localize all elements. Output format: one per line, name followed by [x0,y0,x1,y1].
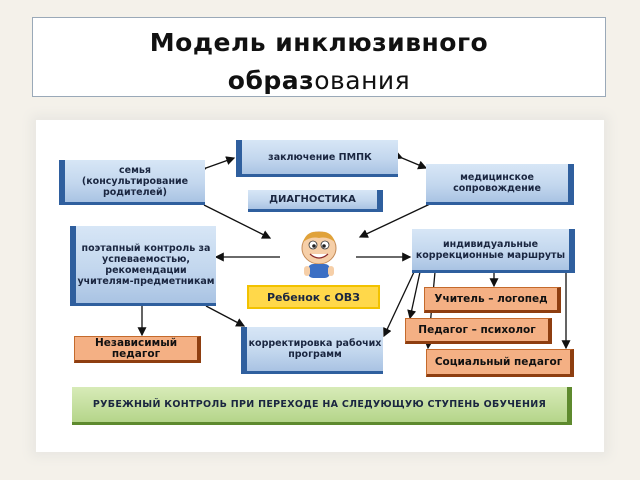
node-social-teacher: Социальный педагог [426,349,574,377]
node-independent-teacher: Независимый педагог [74,336,201,363]
node-individual-routes: индивидуальные коррекционные маршруты [412,229,575,273]
title-rest-part: ования [314,66,411,95]
node-pmpk: заключение ПМПК [236,140,398,177]
node-program-correction: корректировка рабочих программ [241,327,383,374]
page-title-line2: образования [33,66,605,95]
node-milestone-control: РУБЕЖНЫЙ КОНТРОЛЬ ПРИ ПЕРЕХОДЕ НА СЛЕДУЮ… [72,387,572,425]
node-medical: медицинское сопровождение [426,164,574,205]
page-title: Модель инклюзивного [149,28,489,57]
node-diagnostics: ДИАГНОСТИКА [248,190,383,212]
child-icon [301,231,337,278]
node-teacher-speech: Учитель – логопед [424,287,561,313]
node-family: семья (консультирование родителей) [59,160,205,205]
node-teacher-psychologist: Педагог – психолог [405,318,552,344]
node-child: Ребенок с ОВЗ [247,285,380,309]
title-box: Модель инклюзивного образования [32,17,606,97]
node-stepwise-control: поэтапный контроль за успеваемостью, рек… [70,226,216,306]
title-bold-part: образ [227,66,315,95]
